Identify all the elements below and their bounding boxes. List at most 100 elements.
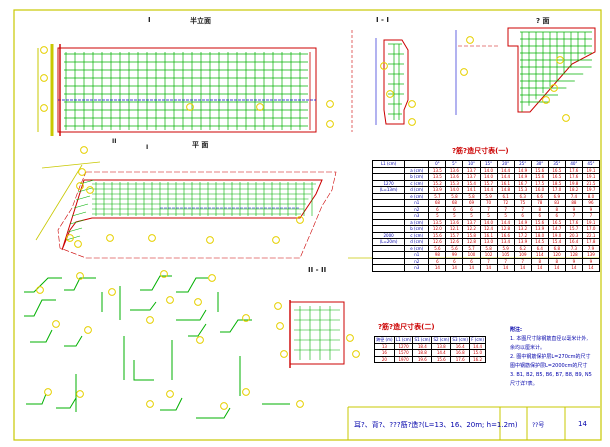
section-1-title: I - I bbox=[376, 16, 389, 24]
rebar-callout-circle bbox=[106, 234, 114, 242]
table1-cell: 14 bbox=[530, 264, 549, 272]
notes-line: 3. B1, B2, B5, B6, B7, B8, B9, N5 bbox=[510, 372, 592, 378]
rebar-callout-circle bbox=[146, 316, 154, 324]
rebar-callout-circle bbox=[352, 350, 360, 358]
rebar-callout-circle bbox=[78, 168, 86, 176]
table1-cell: 14 bbox=[581, 264, 601, 272]
rebar-callout-circle bbox=[186, 103, 194, 111]
table1-cell: n3 bbox=[404, 264, 430, 272]
table2-header-cell: L1 (cm) bbox=[393, 336, 414, 344]
table1-cell: 14 bbox=[445, 264, 464, 272]
rebar-callout-circle bbox=[206, 236, 214, 244]
table2-header-cell: 跨径 (m) bbox=[374, 336, 395, 344]
rebar-callout-circle bbox=[550, 84, 558, 92]
rebar-callout-circle bbox=[74, 240, 82, 248]
rebar-callout-circle bbox=[326, 100, 334, 108]
rebar-callout-circle bbox=[296, 400, 304, 408]
rebar-callout-circle bbox=[256, 103, 264, 111]
table1-cell bbox=[371, 264, 406, 272]
half-elevation-view bbox=[37, 44, 317, 136]
notes-line: 1. 本图尺寸除钢筋直径以毫米计外, bbox=[510, 336, 588, 342]
rebar-callout-circle bbox=[160, 270, 168, 278]
rebar-callout-circle bbox=[220, 402, 228, 410]
rebar-callout-circle bbox=[326, 120, 334, 128]
rebar-callout-circle bbox=[460, 68, 468, 76]
table2-header-cell: S3 (cm) bbox=[450, 336, 471, 344]
half-elevation-title: 半立面 bbox=[190, 17, 211, 25]
roman-mark-1: I bbox=[148, 16, 151, 24]
rebar-callout-circle bbox=[148, 234, 156, 242]
table2-cell: 1970 bbox=[393, 355, 414, 363]
rebar-callout-circle bbox=[194, 298, 202, 306]
rebar-callout-circle bbox=[44, 388, 52, 396]
notes-line: 图中钢筋保护层L=2000cm的尺寸 bbox=[510, 363, 588, 369]
table1-cell: 14 bbox=[547, 264, 566, 272]
rebar-callout-circle bbox=[40, 46, 48, 54]
rebar-callout-circle bbox=[242, 314, 250, 322]
rebar-callout-circle bbox=[196, 336, 204, 344]
rebar-callout-circle bbox=[84, 326, 92, 334]
rebar-callout-circle bbox=[272, 236, 280, 244]
rebar-callout-circle bbox=[296, 216, 304, 224]
section-1-view bbox=[351, 30, 409, 132]
rebar-callout-circle bbox=[76, 272, 84, 280]
rebar-callout-circle bbox=[40, 104, 48, 112]
rebar-callout-circle bbox=[276, 322, 284, 330]
table2-cell: 16.2 bbox=[469, 355, 486, 363]
notes-line: 余均以厘米计。 bbox=[510, 345, 546, 351]
end-view-title: ? 面 bbox=[536, 17, 550, 25]
notes-line: 2. 图中钢筋保护层L=270cm的尺寸 bbox=[510, 354, 591, 360]
table2-cell: 15.6 bbox=[431, 355, 452, 363]
end-view bbox=[455, 27, 596, 115]
drawing-title: 耳?、背?、???筋?造?(L=13、16、20m; h=1.2m) bbox=[354, 421, 518, 429]
table2-cell: 17.6 bbox=[450, 355, 471, 363]
plan-mark-1: I bbox=[146, 144, 149, 151]
sheet-label: ??号 bbox=[532, 422, 545, 429]
rebar-callout-circle bbox=[108, 288, 116, 296]
section-2-title: II - II bbox=[308, 266, 327, 274]
rebar-callout-circle bbox=[408, 100, 416, 108]
table1-title: ?筋?造尺寸表(一) bbox=[452, 147, 509, 155]
table2-header-cell: S1 (cm) bbox=[412, 336, 433, 344]
rebar-callout-circle bbox=[36, 286, 44, 294]
rebar-callout-circle bbox=[80, 146, 88, 154]
plan-mark-2: II bbox=[112, 138, 117, 145]
rebar-callout-circle bbox=[40, 74, 48, 82]
rebar-callout-circle bbox=[208, 274, 216, 282]
table1-cell: 14 bbox=[513, 264, 532, 272]
notes-line: 尺寸详?表。 bbox=[510, 381, 538, 387]
notes-heading: 附注: bbox=[510, 327, 522, 333]
rebar-callout-circle bbox=[556, 56, 564, 64]
table2-header-cell: S2 (cm) bbox=[431, 336, 452, 344]
table1-cell: 14 bbox=[564, 264, 583, 272]
table1-cell: 14 bbox=[428, 264, 447, 272]
rebar-callout-circle bbox=[146, 400, 154, 408]
rebar-dimension-table-1: L1 (cm)0°5°10°15°20°25°30°35°40°45°a (cm… bbox=[371, 160, 601, 272]
rebar-callout-circle bbox=[86, 186, 94, 194]
rebar-callout-circle bbox=[466, 36, 474, 44]
table2-title: ?筋?造尺寸表(二) bbox=[378, 323, 435, 331]
rebar-callout-circle bbox=[380, 62, 388, 70]
table2-header-cell: F (cm) bbox=[469, 336, 486, 344]
page-number: 14 bbox=[578, 420, 587, 428]
bar-details bbox=[24, 275, 290, 419]
section-2-view bbox=[289, 300, 345, 368]
sheet-frame bbox=[13, 9, 602, 441]
rebar-callout-circle bbox=[274, 302, 282, 310]
table1-cell: 14 bbox=[479, 264, 498, 272]
table2-cell: 20 bbox=[374, 355, 395, 363]
rebar-callout-circle bbox=[280, 350, 288, 358]
